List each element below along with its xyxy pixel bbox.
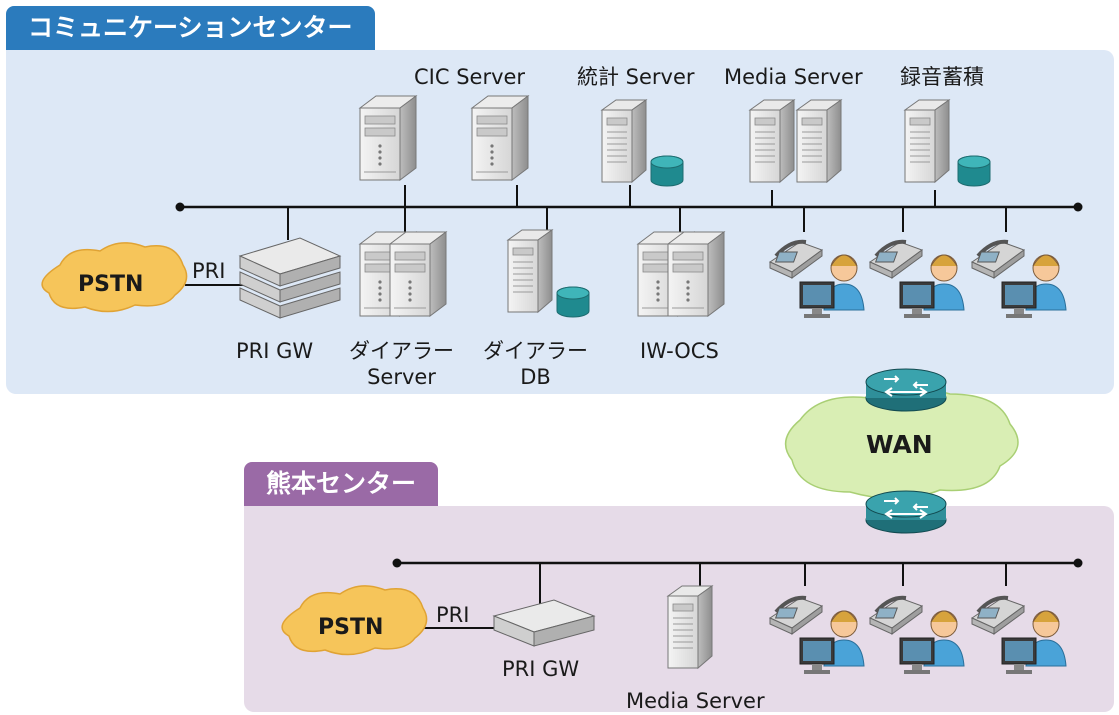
agent-icon-5 (868, 595, 966, 676)
pri-gw-icon (238, 237, 342, 319)
pstn-cloud-bottom (281, 585, 428, 656)
recording-label: 録音蓄積 (900, 65, 984, 89)
cic-server-icon (359, 95, 417, 181)
pri-bottom-label: PRI (436, 603, 470, 627)
agent-icon-4 (768, 595, 866, 676)
dialer-server-label-line1: ダイアラー (349, 339, 454, 363)
wan-label: WAN (866, 430, 933, 459)
recording-server-icon (904, 99, 991, 187)
pri-gw-bottom-label: PRI GW (502, 657, 580, 681)
media-server-bottom-icon (667, 585, 713, 669)
dialer-db-label-line2: DB (520, 365, 551, 389)
pri-gw-top-label: PRI GW (236, 339, 314, 363)
stats-server-icon (601, 99, 684, 187)
pri-top-label: PRI (192, 259, 226, 283)
pstn-bottom-label: PSTN (318, 615, 384, 640)
dialer-db-label-line1: ダイアラー (483, 339, 588, 363)
cic-server-label: CIC Server (414, 65, 526, 89)
dialer-server-label: ダイアラー Server (349, 338, 454, 390)
cic-server-2-icon (471, 95, 529, 181)
pstn-top-label: PSTN (78, 272, 144, 297)
agent-icon-6 (970, 595, 1068, 676)
dialer-db-label: ダイアラー DB (483, 338, 588, 390)
media-server-bottom-label: Media Server (626, 689, 765, 713)
agent-icon-2 (868, 239, 966, 320)
dialer-db-icon (507, 229, 590, 318)
dialer-server-icon (359, 231, 447, 317)
pri-gw-bottom-icon (492, 599, 596, 647)
pstn-cloud-top (41, 242, 188, 313)
agent-icon-1 (768, 239, 866, 320)
router-icon-top (865, 368, 947, 412)
media-server-icon (749, 99, 842, 183)
iw-ocs-label: IW-OCS (640, 339, 719, 363)
dialer-server-label-line2: Server (367, 365, 436, 389)
agent-icon-3 (970, 239, 1068, 320)
router-icon-bottom (865, 490, 947, 534)
stats-server-label: 統計 Server (577, 65, 695, 89)
top-center-title: コミュニケーションセンター (6, 6, 375, 50)
media-server-label: Media Server (724, 65, 863, 89)
bottom-center-title: 熊本センター (244, 462, 439, 506)
iw-ocs-server-icon (637, 231, 725, 317)
